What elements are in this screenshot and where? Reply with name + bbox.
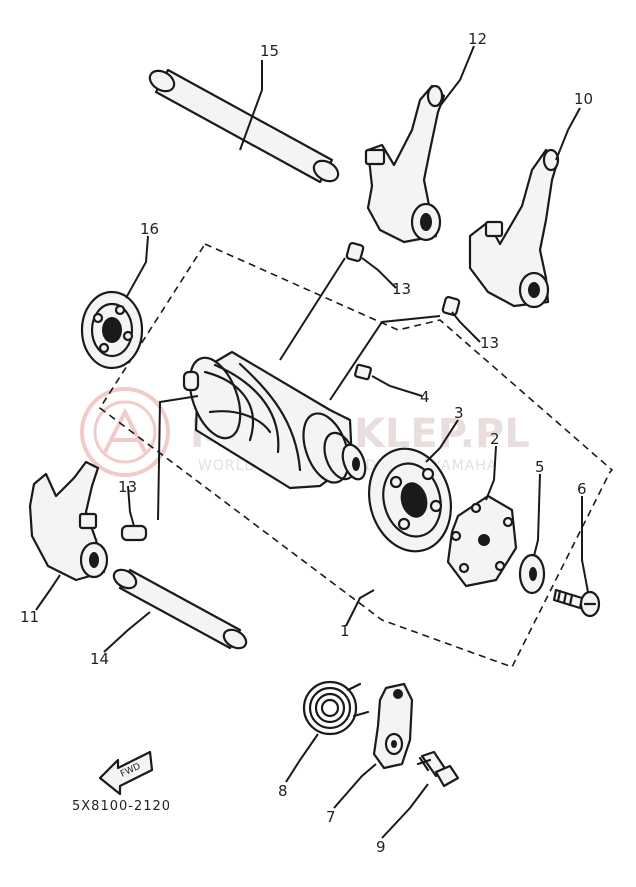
leader-lines	[35, 45, 589, 839]
callout-15: 15	[260, 42, 279, 60]
callout-12: 12	[468, 30, 487, 48]
pin-13-middle	[441, 296, 461, 316]
callout-9: 9	[376, 838, 386, 856]
assembly-outline	[98, 242, 614, 668]
shift-fork-10	[468, 148, 560, 309]
shift-drum-1	[182, 350, 367, 490]
callout-11: 11	[20, 608, 39, 626]
spring-8	[302, 680, 370, 736]
pin-13-lower	[120, 524, 148, 542]
callout-14: 14	[90, 650, 109, 668]
diagram-code: 5X8100-2120	[72, 799, 171, 814]
callout-7: 7	[326, 808, 336, 826]
callout-6: 6	[577, 480, 587, 498]
callout-13-top: 13	[392, 280, 411, 298]
bearing-16	[80, 290, 144, 370]
stopper-lever-7	[372, 682, 414, 770]
callout-5: 5	[535, 458, 545, 476]
callout-1: 1	[340, 622, 350, 640]
fwd-arrow-icon: FWD	[98, 750, 154, 796]
callout-2: 2	[490, 430, 500, 448]
screw-6	[552, 588, 601, 618]
callout-8: 8	[278, 782, 288, 800]
bolt-9	[416, 750, 460, 788]
guide-bar-14	[112, 568, 248, 650]
pin-4	[354, 363, 372, 381]
pin-13-top	[345, 242, 365, 262]
callout-13-middle: 13	[480, 334, 499, 352]
guide-bar-15	[148, 68, 340, 184]
callout-labels: 15 12 10 16 13 13 4 3 2 5 6 13 11 14 1 8…	[20, 30, 593, 856]
segment-2	[446, 494, 518, 588]
callout-10: 10	[574, 90, 593, 108]
callout-13-lower: 13	[118, 478, 137, 496]
washer-5	[518, 553, 546, 595]
callout-16: 16	[140, 220, 159, 238]
callout-4: 4	[420, 388, 430, 406]
shift-fork-12	[364, 84, 446, 244]
callout-3: 3	[454, 404, 464, 422]
shift-fork-11	[28, 460, 109, 582]
bearing-3	[367, 447, 453, 553]
tuning-fork-logo-icon	[80, 387, 170, 477]
